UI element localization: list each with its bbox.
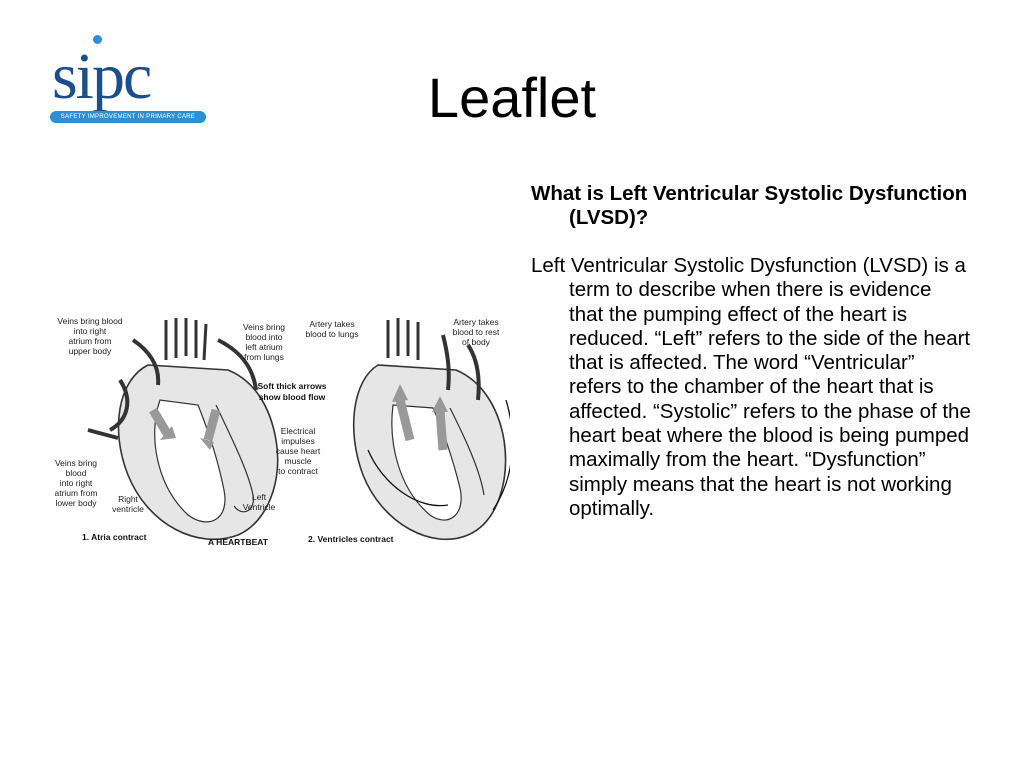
svg-text:Soft thick arrows: Soft thick arrows bbox=[258, 381, 327, 391]
artery-body-label: Artery takes blood to rest of body bbox=[453, 317, 500, 347]
heart-right-drawing bbox=[352, 318, 510, 540]
svg-text:left atrium: left atrium bbox=[245, 342, 282, 352]
svg-text:lower body: lower body bbox=[55, 498, 97, 508]
caption-heartbeat: A HEARTBEAT bbox=[208, 537, 269, 547]
right-ventricle-label: Right ventricle bbox=[112, 494, 144, 514]
svg-text:Ventricle: Ventricle bbox=[243, 502, 276, 512]
svg-text:blood to rest: blood to rest bbox=[453, 327, 500, 337]
svg-text:blood into: blood into bbox=[246, 332, 283, 342]
svg-text:Artery takes: Artery takes bbox=[309, 319, 354, 329]
svg-text:blood to lungs: blood to lungs bbox=[306, 329, 359, 339]
left-ventricle-label: Left Ventricle bbox=[243, 492, 276, 512]
svg-text:Left: Left bbox=[252, 492, 267, 502]
svg-text:to contract: to contract bbox=[278, 466, 318, 476]
sipc-logo: sipc SAFETY IMPROVEMENT IN PRIMARY CARE bbox=[50, 34, 210, 144]
text-column: What is Left Ventricular Systolic Dysfun… bbox=[531, 182, 971, 521]
svg-text:Electrical: Electrical bbox=[281, 426, 316, 436]
svg-text:into right: into right bbox=[74, 326, 107, 336]
svg-text:Veins bring: Veins bring bbox=[243, 322, 285, 332]
svg-text:of body: of body bbox=[462, 337, 491, 347]
veins-lower-label: Veins bring blood into right atrium from… bbox=[55, 458, 98, 508]
electrical-label: Electrical impulses cause heart muscle t… bbox=[276, 426, 321, 476]
heartbeat-diagram: Veins bring blood into right atrium from… bbox=[48, 310, 510, 552]
caption-atria: 1. Atria contract bbox=[82, 532, 147, 542]
slide-title: Leaflet bbox=[427, 66, 597, 129]
soft-arrows-label: Soft thick arrows show blood flow bbox=[258, 381, 327, 402]
heart-left-drawing bbox=[87, 318, 279, 540]
svg-text:from lungs: from lungs bbox=[244, 352, 284, 362]
svg-text:Veins bring blood: Veins bring blood bbox=[57, 316, 122, 326]
svg-text:atrium from: atrium from bbox=[69, 336, 112, 346]
svg-text:Veins bring: Veins bring bbox=[55, 458, 97, 468]
svg-text:impulses: impulses bbox=[281, 436, 315, 446]
artery-lungs-label: Artery takes blood to lungs bbox=[306, 319, 359, 339]
caption-ventricles: 2. Ventricles contract bbox=[308, 534, 394, 544]
veins-lungs-label: Veins bring blood into left atrium from … bbox=[243, 322, 285, 362]
logo-tagline: SAFETY IMPROVEMENT IN PRIMARY CARE bbox=[50, 111, 206, 123]
heart-illustration: Veins bring blood into right atrium from… bbox=[55, 316, 510, 547]
logo-wordmark: sipc bbox=[52, 40, 152, 113]
svg-text:cause heart: cause heart bbox=[276, 446, 321, 456]
logo-dot bbox=[93, 35, 102, 44]
veins-upper-label: Veins bring blood into right atrium from… bbox=[57, 316, 122, 356]
svg-text:muscle: muscle bbox=[285, 456, 312, 466]
svg-text:Artery takes: Artery takes bbox=[453, 317, 498, 327]
svg-text:blood: blood bbox=[66, 468, 87, 478]
question-heading: What is Left Ventricular Systolic Dysfun… bbox=[531, 182, 968, 229]
svg-text:ventricle: ventricle bbox=[112, 504, 144, 514]
svg-text:Right: Right bbox=[118, 494, 138, 504]
body-paragraph: Left Ventricular Systolic Dysfunction (L… bbox=[531, 254, 971, 520]
svg-text:show blood flow: show blood flow bbox=[259, 392, 326, 402]
svg-text:atrium from: atrium from bbox=[55, 488, 98, 498]
svg-text:into right: into right bbox=[60, 478, 93, 488]
svg-text:upper body: upper body bbox=[69, 346, 112, 356]
